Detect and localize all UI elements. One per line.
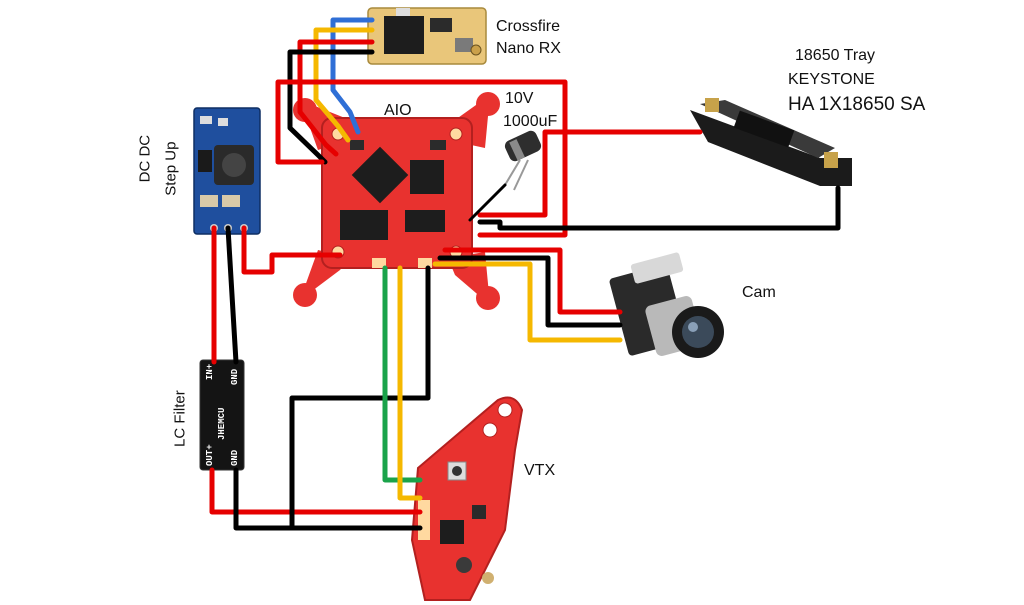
wire-lc-vtx-black bbox=[233, 467, 423, 531]
wire-cam-black bbox=[437, 255, 623, 328]
wire-vtx-yellow bbox=[397, 265, 423, 501]
crossfire-label-line2: Nano RX bbox=[496, 40, 561, 57]
dcdc-step-up-board bbox=[193, 107, 261, 235]
wire-rx-red bbox=[297, 39, 375, 157]
wire-aio-dcdc-red bbox=[275, 79, 568, 238]
camera-module bbox=[609, 252, 724, 358]
wire-cam-yellow bbox=[432, 261, 623, 343]
wire-dcdc-out-red bbox=[241, 225, 343, 275]
capacitor bbox=[504, 130, 542, 191]
capacitor-label-line1: 10V bbox=[505, 90, 534, 107]
lc-filter-label: LC Filter bbox=[171, 390, 189, 447]
lc-filter-board: IN+ GND JHEMCU OUT+ GND bbox=[199, 359, 245, 471]
aio-label: AIO bbox=[384, 102, 412, 119]
cam-label: Cam bbox=[742, 284, 776, 301]
lc-brand: JHEMCU bbox=[217, 408, 227, 440]
wire-dcdc-lc-black bbox=[225, 225, 239, 365]
crossfire-label-line1: Crossfire bbox=[496, 18, 561, 35]
aio-flight-controller bbox=[293, 92, 500, 310]
lc-pin-out-plus: OUT+ bbox=[205, 444, 215, 466]
wire-tray-red bbox=[477, 129, 703, 218]
tray-label-line2: KEYSTONE bbox=[788, 71, 875, 88]
vtx-board bbox=[410, 396, 524, 601]
tray-label-line3: HA 1X18650 SA bbox=[788, 94, 926, 115]
dcdc-label-line2: Step Up bbox=[162, 141, 180, 196]
wire-cam-red bbox=[442, 247, 623, 315]
wire-rx-black bbox=[287, 49, 375, 165]
vtx-label: VTX bbox=[524, 462, 556, 479]
wire-vtx-aio-black bbox=[289, 265, 431, 531]
wire-tray-black bbox=[477, 185, 841, 231]
wire-rx-yellow bbox=[313, 27, 375, 143]
dcdc-label-line1: DC DC bbox=[136, 134, 154, 183]
lc-pin-gnd-bottom: GND bbox=[230, 449, 240, 466]
tray-label-line1: 18650 Tray bbox=[795, 47, 876, 64]
capacitor-label-line2: 1000uF bbox=[503, 113, 558, 130]
wire-rx-blue bbox=[330, 17, 375, 135]
lc-pin-in-plus: IN+ bbox=[205, 364, 215, 380]
crossfire-rx-board bbox=[367, 7, 487, 65]
wire-cap-lead bbox=[468, 183, 507, 222]
lc-pin-gnd-top: GND bbox=[230, 368, 240, 385]
wire-lc-vtx-red bbox=[209, 467, 423, 515]
wire-vtx-green bbox=[382, 265, 423, 483]
battery-tray bbox=[690, 98, 852, 186]
